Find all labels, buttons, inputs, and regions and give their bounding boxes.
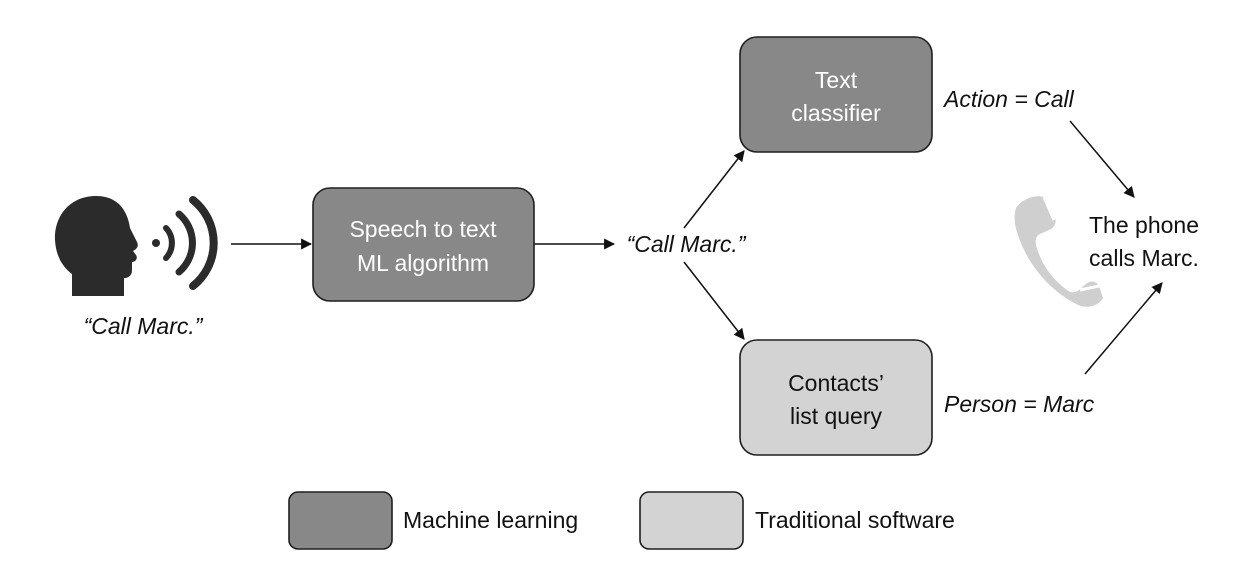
phone-handset-icon xyxy=(1014,196,1103,307)
result-label-line2: calls Marc. xyxy=(1089,245,1199,271)
text-classifier-label-line1: Text xyxy=(815,67,858,93)
text-classifier-label-line2: classifier xyxy=(791,100,881,126)
edge-action-to-result xyxy=(1069,120,1135,198)
contacts-query-label-line2: list query xyxy=(790,403,883,429)
speech-to-text-node: Speech to text ML algorithm xyxy=(312,187,535,302)
transcript-label: “Call Marc.” xyxy=(627,231,747,257)
result-label-line1: The phone xyxy=(1089,212,1199,238)
person-label: Person = Marc xyxy=(944,391,1095,417)
speech-to-text-label-line2: ML algorithm xyxy=(357,250,489,276)
text-classifier-node: Text classifier xyxy=(739,36,933,153)
edge-transcript-to-classifier xyxy=(683,150,745,229)
speaker-utterance-label: “Call Marc.” xyxy=(84,313,204,339)
contacts-query-node: Contacts’ list query xyxy=(739,339,933,456)
legend-label-traditional: Traditional software xyxy=(755,507,955,533)
legend-swatch-ml xyxy=(288,491,393,550)
legend-label-ml: Machine learning xyxy=(403,507,578,533)
human-head-icon xyxy=(54,196,138,296)
contacts-query-label-line1: Contacts’ xyxy=(788,370,884,396)
legend-item-ml: Machine learning xyxy=(288,491,578,550)
legend-item-traditional: Traditional software xyxy=(639,491,955,550)
edge-person-to-result xyxy=(1084,282,1163,375)
speech-to-text-label-line1: Speech to text xyxy=(349,216,497,242)
edge-transcript-to-contacts xyxy=(683,261,745,340)
legend: Machine learning Traditional software xyxy=(288,491,955,550)
action-label: Action = Call xyxy=(942,86,1075,112)
sound-waves-icon xyxy=(152,196,218,290)
legend-swatch-traditional xyxy=(639,491,744,550)
